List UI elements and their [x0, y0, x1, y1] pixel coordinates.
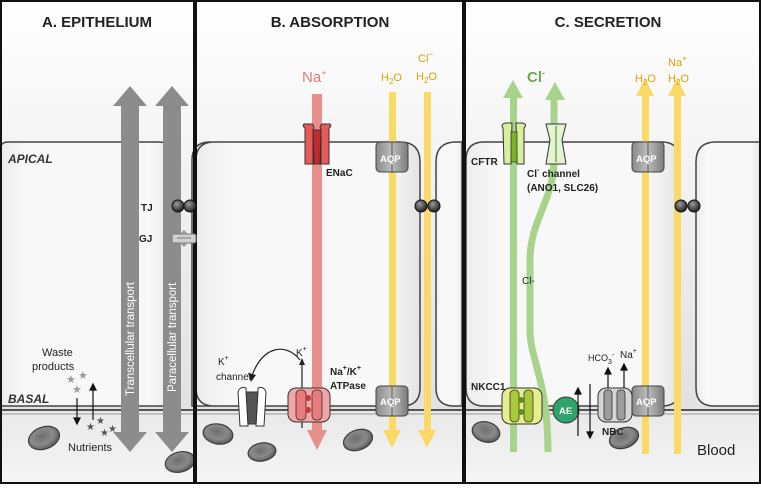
- svg-text:★: ★: [66, 374, 76, 386]
- absorption-na: Na+: [302, 68, 326, 86]
- nkcc1-transporter: [501, 387, 543, 425]
- water-arrow-b1: [383, 92, 401, 448]
- blood-label: Blood: [697, 442, 735, 459]
- panel-b-title: B. ABSORPTION: [271, 14, 390, 31]
- cl-mid-label: Cl-: [522, 276, 535, 287]
- transcellular-arrow: Transcellular transport: [113, 86, 147, 452]
- exchange-arrows: [73, 382, 97, 426]
- cftr-label: CFTR: [471, 157, 498, 168]
- hco3-label: HCO3-: [588, 352, 615, 366]
- ae-arrows: [574, 384, 594, 440]
- tj-label: TJ: [141, 203, 153, 214]
- panel-b-cells: [195, 141, 463, 407]
- svg-text:★: ★: [108, 424, 117, 435]
- absorption-h2o: H2O: [381, 72, 402, 86]
- nutrients-label: Nutrients: [68, 442, 113, 454]
- svg-text:★: ★: [78, 370, 88, 382]
- absorption-cl: Cl−: [418, 50, 433, 65]
- aqp-bottom-b: AQP: [375, 385, 409, 417]
- nbc-transporter: [597, 387, 633, 423]
- atpase-label: Na+/K+: [330, 365, 361, 378]
- ae-label: AE: [559, 406, 572, 417]
- aqp-top-b-label: AQP: [380, 154, 401, 165]
- chloride-path-ano1: [526, 100, 558, 453]
- secretion-h2o-2: H2O: [668, 73, 689, 87]
- waste-label-1: Waste: [42, 347, 73, 359]
- enac-label: ENaC: [326, 168, 353, 179]
- aqp-top-b: AQP: [375, 141, 409, 173]
- red-blood-cells: [27, 421, 640, 474]
- ae-exchanger: AE: [552, 396, 580, 424]
- svg-text:★: ★: [72, 384, 82, 396]
- cl-channel-label-2: (ANO1, SLC26): [527, 183, 598, 194]
- tight-junction-c: [674, 199, 701, 213]
- aqp-bottom-c-label: AQP: [636, 397, 657, 408]
- secretion-h2o: H2O: [635, 73, 656, 87]
- nutrient-stars: ★ ★ ★ ★: [86, 416, 117, 439]
- tight-junction-b: [414, 199, 441, 213]
- nbc-arrows: [604, 362, 628, 388]
- basal-label: BASAL: [8, 392, 49, 406]
- aqp-bottom-b-label: AQP: [380, 397, 401, 408]
- k-channel-label-2: channel: [216, 372, 251, 383]
- na-k-atpase: [287, 387, 331, 423]
- svg-text:★: ★: [86, 422, 95, 433]
- nbc-na-label: Na+: [620, 348, 637, 361]
- waste-stars: ★ ★ ★: [66, 370, 88, 396]
- gap-junction: [171, 230, 197, 247]
- apical-label: APICAL: [7, 152, 53, 166]
- waste-label-2: products: [32, 361, 75, 373]
- paracellular-arrow: Paracellular transport: [155, 86, 189, 452]
- svg-text:★: ★: [100, 428, 109, 439]
- aqp-bottom-c: AQP: [631, 385, 665, 417]
- k-right-label: K+: [296, 346, 307, 359]
- water-arrow-b2: [418, 92, 436, 448]
- secretion-na: Na+: [668, 54, 687, 69]
- cftr-channel: [501, 122, 527, 165]
- k-recycle-arrow: [251, 348, 301, 377]
- atpase-label-2: ATPase: [330, 381, 366, 392]
- water-arrow-c2: [668, 78, 686, 454]
- k-channel: [237, 387, 267, 427]
- transcellular-label: Transcellular transport: [125, 281, 137, 396]
- enac-channel: [302, 123, 332, 165]
- k-channel-label: K+: [218, 355, 229, 368]
- gj-label: GJ: [139, 234, 152, 245]
- aqp-top-c: AQP: [631, 141, 665, 173]
- water-arrow-c1: [636, 78, 654, 454]
- cl-channel-ano1: [545, 123, 567, 165]
- absorption-h2o-2: H2O: [416, 71, 437, 85]
- tight-junction-a: [171, 199, 197, 213]
- paracellular-label: Paracellular transport: [167, 282, 179, 392]
- panel-c-title: C. SECRETION: [555, 14, 662, 31]
- nbc-label: NBC: [602, 427, 624, 438]
- panel-c-cells: [465, 141, 761, 407]
- aqp-top-c-label: AQP: [636, 154, 657, 165]
- nkcc1-label: NKCC1: [471, 382, 506, 393]
- chloride-path-cftr: [503, 80, 523, 452]
- cl-channel-label: Cl- channel: [527, 167, 580, 180]
- svg-text:★: ★: [96, 416, 105, 427]
- sodium-arrow: [307, 94, 327, 450]
- secretion-cl: Cl-: [527, 68, 545, 86]
- panel-a-title: A. EPITHELIUM: [42, 14, 152, 31]
